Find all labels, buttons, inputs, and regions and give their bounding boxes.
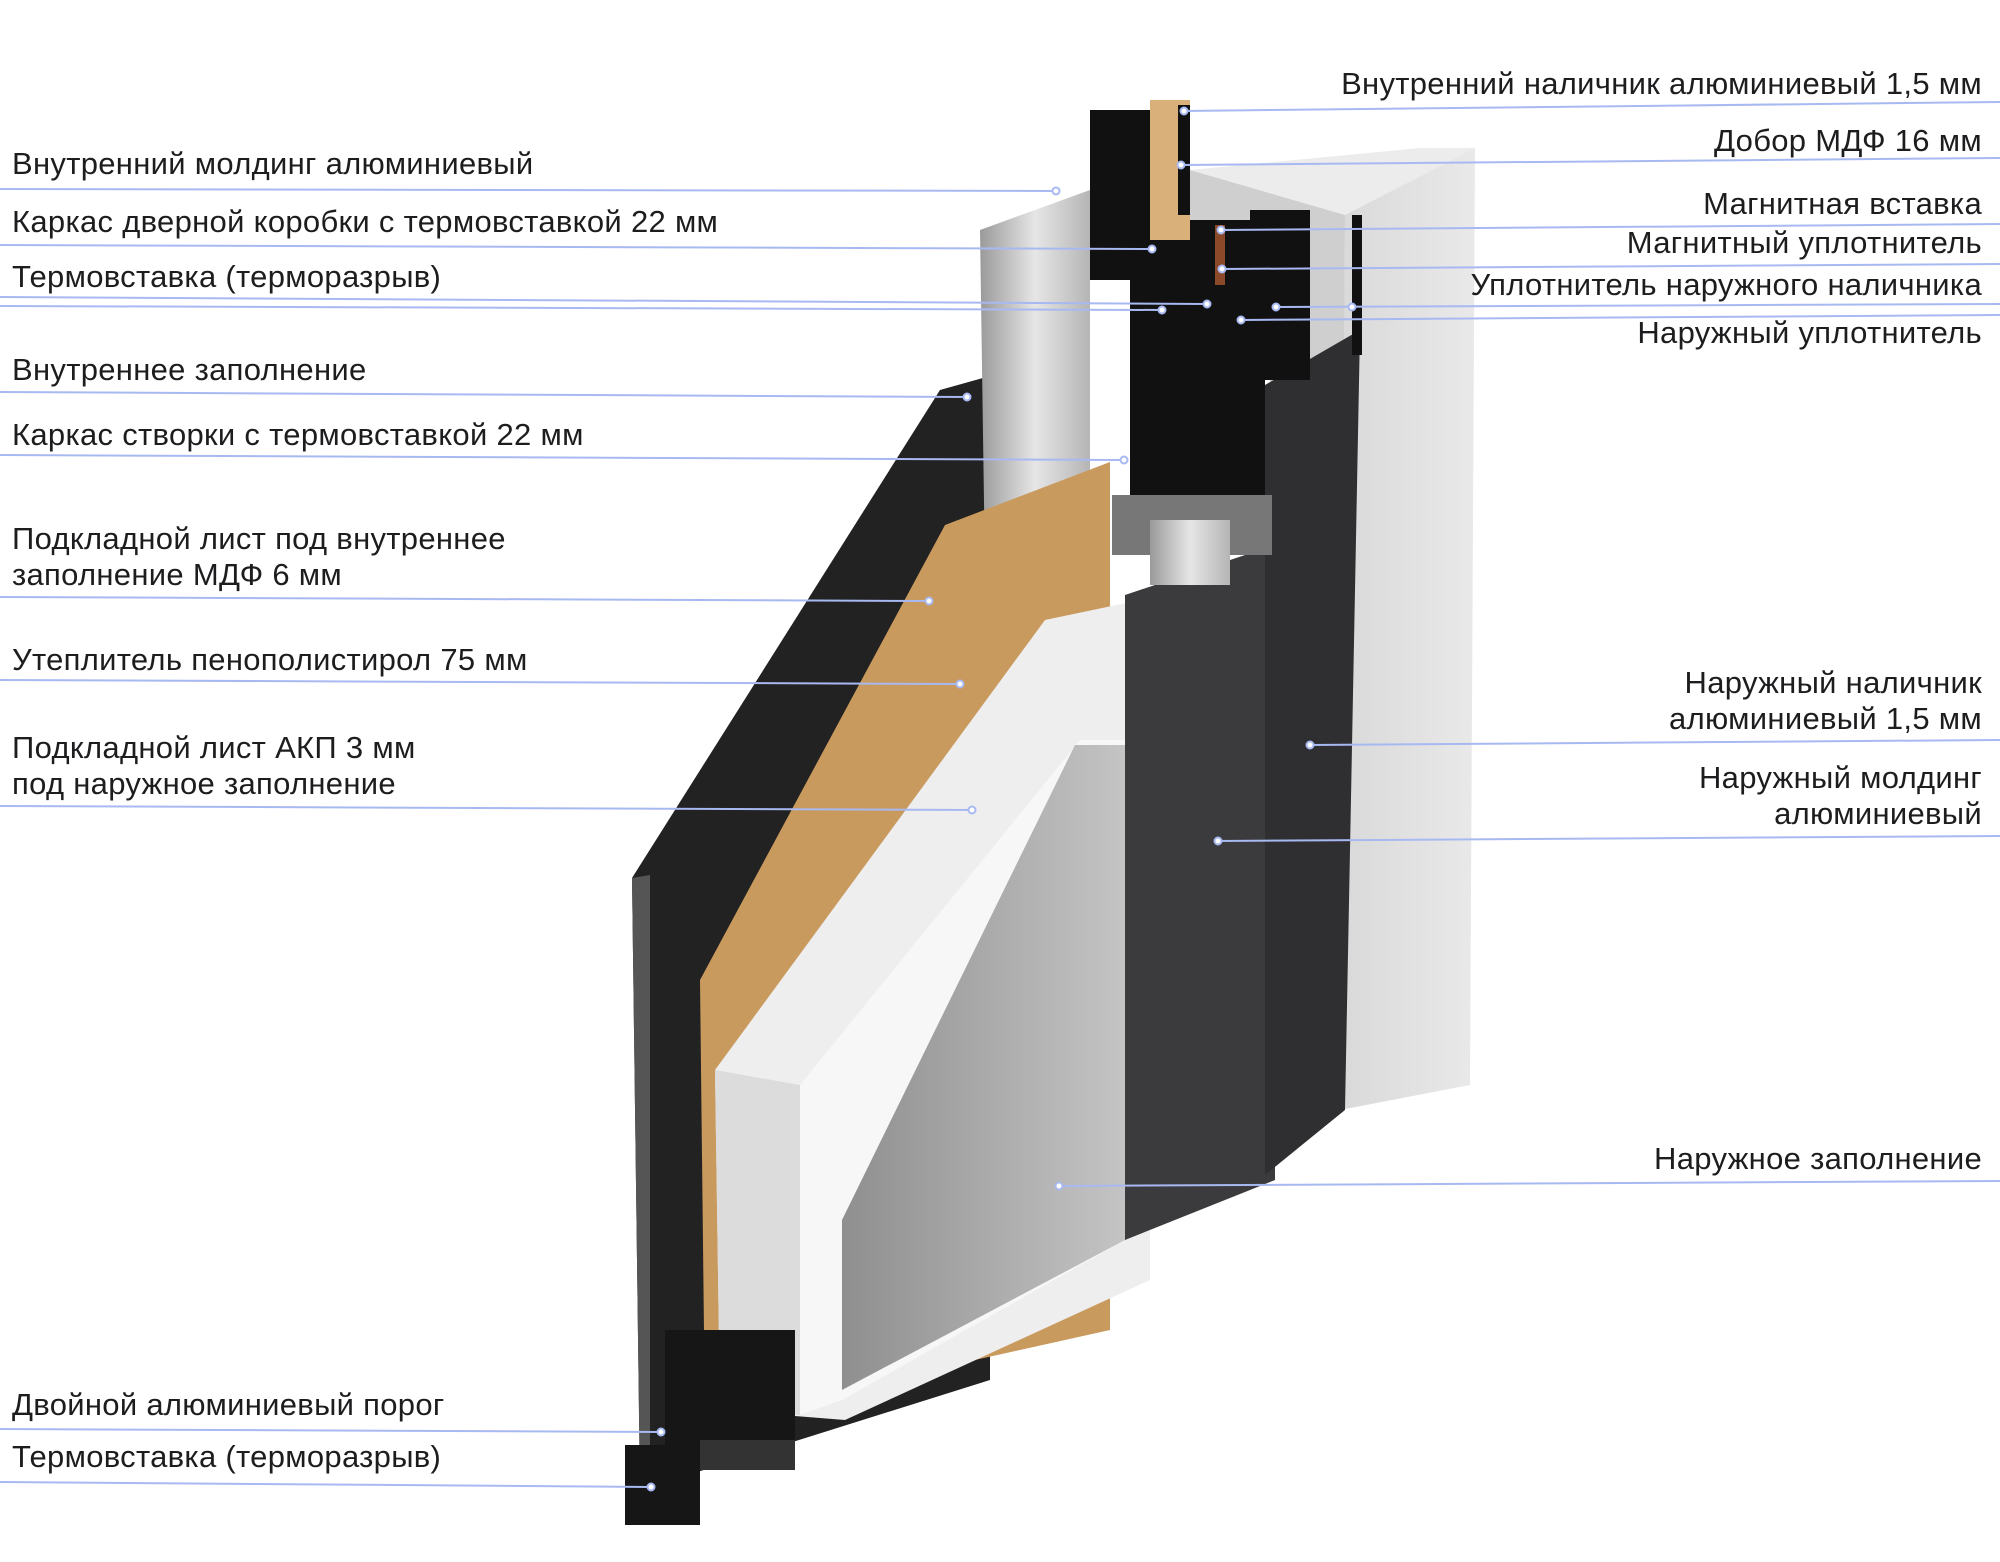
label-mdf-extension: Добор МДФ 16 мм	[1714, 123, 1982, 158]
outer-fill-panel	[842, 745, 1125, 1390]
label-line: Наружный молдинг	[1698, 760, 1982, 795]
label-line: под наружное заполнение	[12, 766, 396, 801]
inner-molding	[980, 190, 1090, 570]
threshold	[625, 1330, 795, 1525]
inner-casing	[1178, 105, 1190, 215]
label-magnetic-seal: Магнитный уплотнитель	[1626, 225, 1982, 260]
label-casing-seal: Уплотнитель наружного наличника	[1470, 267, 1982, 302]
label-line: заполнение МДФ 6 мм	[12, 557, 343, 592]
label-thermal-break-top: Термовставка (терморазрыв)	[12, 259, 442, 294]
label-line: алюминиевый	[1774, 796, 1982, 831]
outer-molding	[1125, 545, 1275, 1240]
label-line: Подкладной лист АКП 3 мм	[12, 730, 416, 765]
label-outer-fill: Наружное заполнение	[1654, 1141, 1982, 1176]
label-line: Наружный наличник	[1684, 665, 1982, 700]
label-line: алюминиевый 1,5 мм	[1669, 701, 1982, 736]
magnetic-insert	[1215, 225, 1225, 285]
label-leaf-frame: Каркас створки с термовставкой 22 мм	[12, 417, 584, 452]
label-outer-seal: Наружный уплотнитель	[1637, 315, 1982, 350]
outer-casing	[1265, 330, 1360, 1175]
label-frame-box: Каркас дверной коробки с термовставкой 2…	[12, 204, 719, 239]
label-inner-fill: Внутреннее заполнение	[12, 352, 367, 387]
label-foam: Утеплитель пенополистирол 75 мм	[12, 642, 528, 677]
label-thermal-break-bottom: Термовставка (терморазрыв)	[12, 1439, 442, 1474]
label-line: Подкладной лист под внутреннее	[12, 521, 506, 556]
frame-profiles	[1090, 110, 1362, 585]
label-inner-molding: Внутренний молдинг алюминиевый	[12, 146, 534, 181]
label-magnetic-insert: Магнитная вставка	[1703, 186, 1982, 221]
leader-lines	[0, 101, 2000, 1492]
label-inner-casing: Внутренний наличник алюминиевый 1,5 мм	[1341, 66, 1982, 101]
label-threshold: Двойной алюминиевый порог	[12, 1387, 445, 1422]
